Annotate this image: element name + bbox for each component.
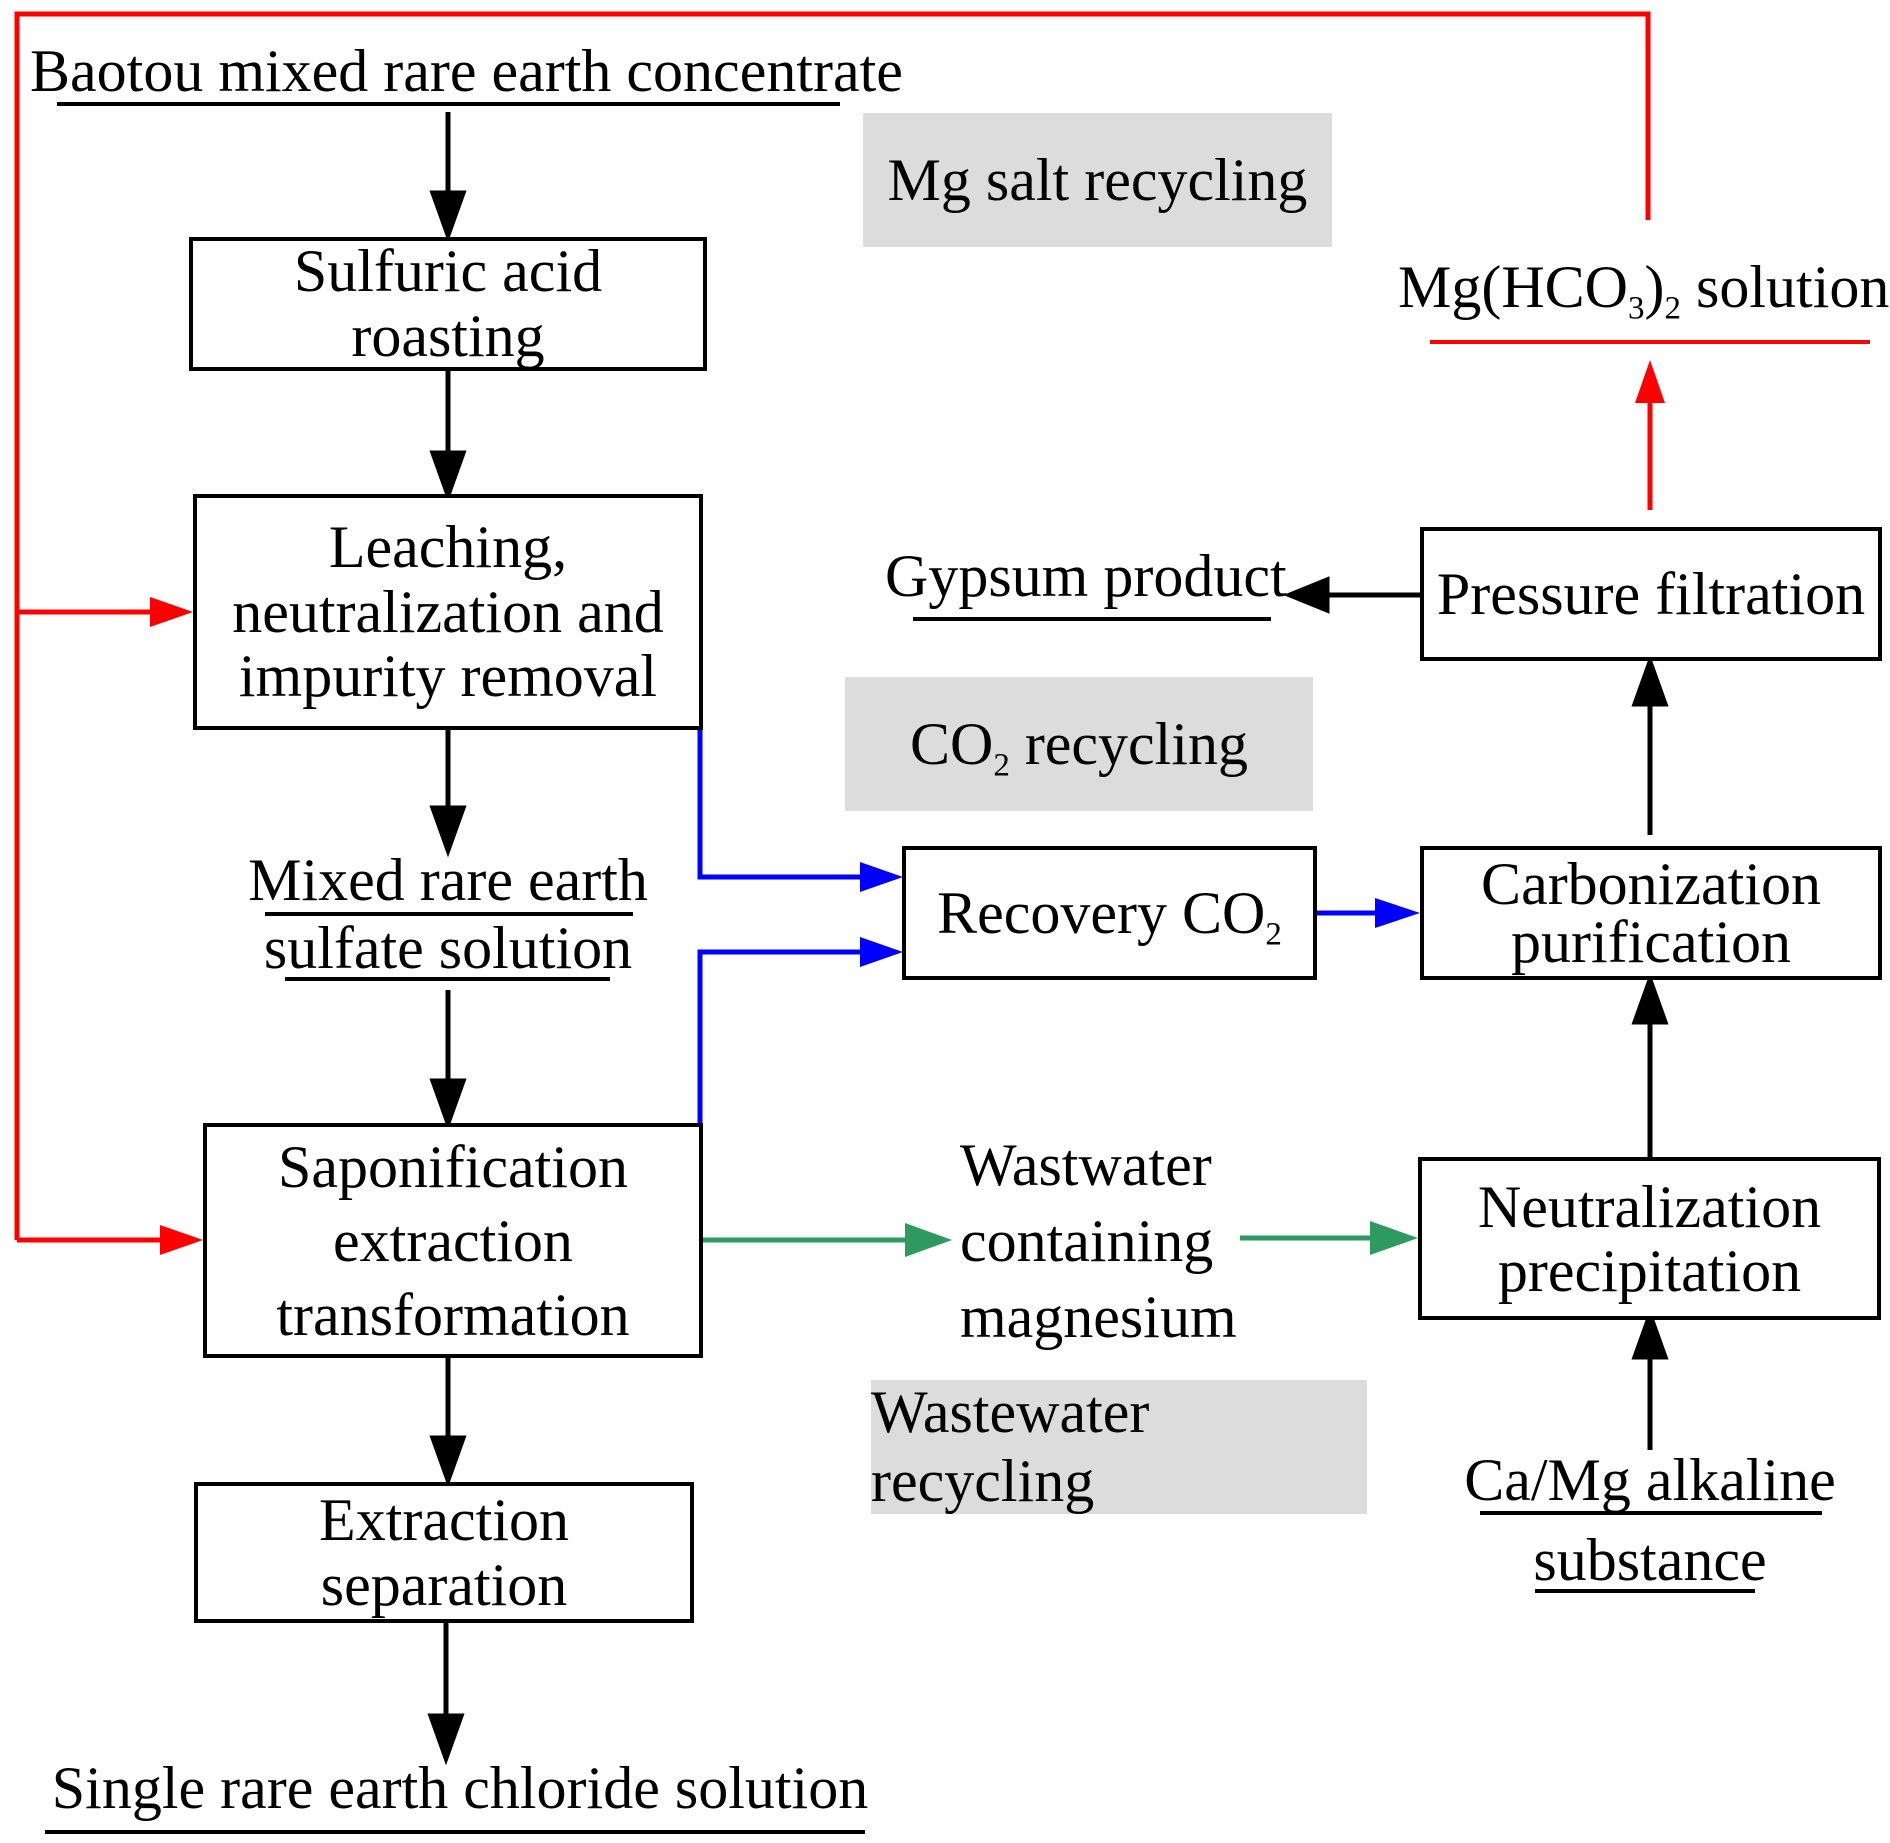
saponification-box: Saponification extraction transformation [203,1123,703,1358]
ca-mg-underline-2 [1535,1589,1755,1593]
mixed-sulfate-underline-2 [285,977,610,981]
black-arrows [427,112,1669,1766]
recovery-co2-box: Recovery CO2 [902,846,1317,980]
mixed-sulfate-solution-label: Mixed rare earth sulfate solution [248,847,648,981]
region-mg-salt-recycling: Mg salt recycling [863,113,1332,247]
sulfuric-acid-roasting-box: Sulfuric acid roasting [189,237,707,371]
region-wastewater-label: Wastewater recycling [871,1379,1150,1514]
mg-solution-underline [1430,340,1870,344]
green-arrowheads [905,1221,1418,1257]
blue-co2-lines [697,728,1380,1143]
region-co2-recycling: CO2 recycling [845,677,1313,811]
carbonization-purification-box: Carbonization purification [1420,846,1882,980]
baotou-underline [57,102,840,106]
region-co2-label: CO2 recycling [909,710,1249,784]
ca-mg-underline-1 [1480,1511,1822,1515]
mixed-sulfate-underline-1 [265,912,633,916]
single-chloride-solution-label: Single rare earth chloride solution [51,1755,869,1821]
red-arrowheads [150,360,1665,1255]
ca-mg-alkaline-label: Ca/Mg alkaline substance [1464,1447,1836,1593]
extraction-separation-box: Extraction separation [194,1482,694,1623]
region-wastewater-recycling: Wastewater recycling [871,1379,1367,1514]
blue-arrowheads [860,862,1420,967]
mg-bicarbonate-solution-label: Mg(HCO3)2 solution [1398,254,1890,327]
red-recycle-lines [14,11,1653,1243]
wastewater-magnesium-label: Wastwater containing magnesium [960,1132,1237,1350]
neutralization-precipitation-box: Neutralization precipitation [1418,1157,1881,1320]
gypsum-product-label: Gypsum product [885,543,1287,609]
region-mg-salt-label: Mg salt recycling [887,146,1308,213]
pressure-filtration-box: Pressure filtration [1420,527,1882,661]
single-chloride-underline [45,1830,865,1834]
gypsum-underline [913,617,1271,621]
leaching-box: Leaching, neutralization and impurity re… [193,494,703,730]
baotou-concentrate-label: Baotou mixed rare earth concentrate [30,38,903,104]
green-wastewater-lines [700,1235,1375,1243]
